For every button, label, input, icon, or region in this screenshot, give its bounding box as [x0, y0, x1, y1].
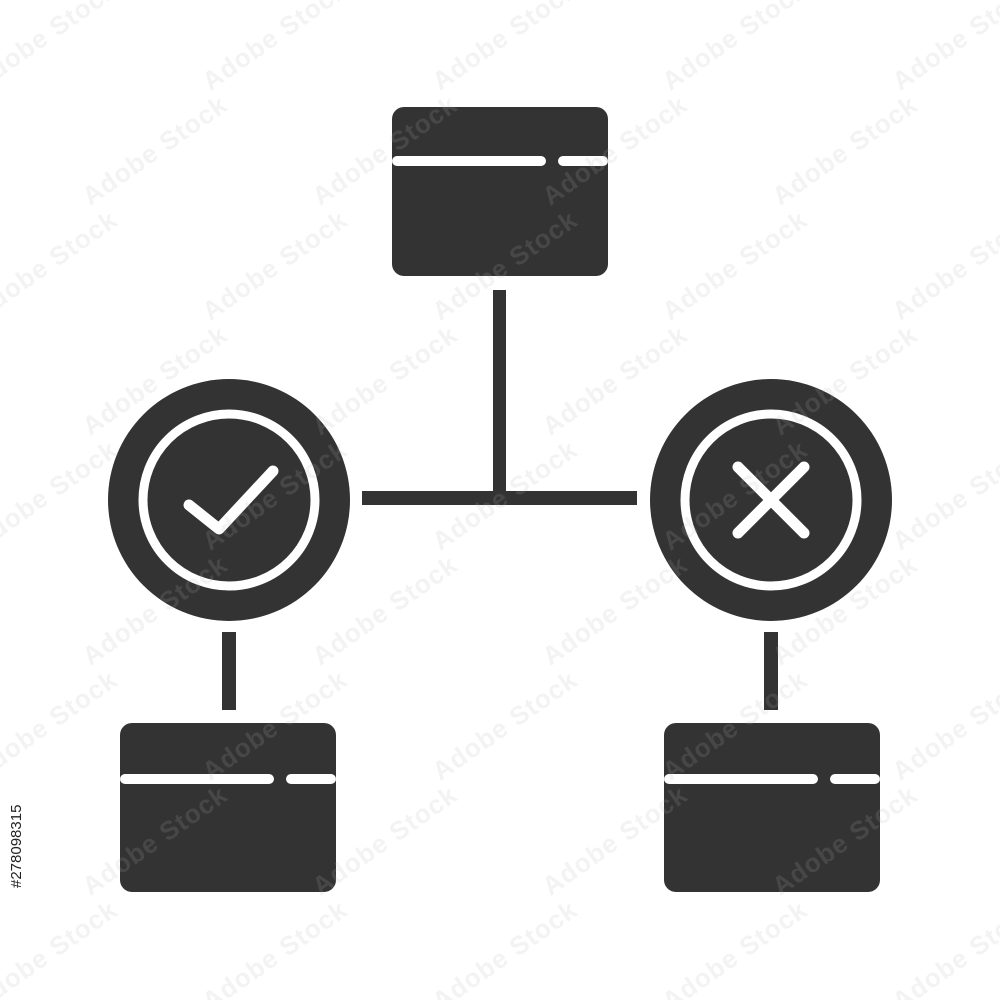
- right-box-divider-long: [664, 774, 818, 784]
- connector-horizontal: [362, 491, 637, 505]
- checkmark-icon: [183, 465, 279, 535]
- left-box-divider-short: [286, 774, 336, 784]
- left-box-node: [120, 723, 336, 892]
- window-card-icon: [120, 723, 336, 892]
- right-box-node: [664, 723, 880, 892]
- accept-node: [108, 379, 350, 621]
- accept-inner-ring: [138, 409, 320, 591]
- top-box-node: [392, 107, 608, 276]
- connector-top-vertical: [493, 290, 506, 498]
- window-card-icon: [392, 107, 608, 276]
- left-box-divider-long: [120, 774, 274, 784]
- connector-left-vertical: [222, 632, 236, 710]
- top-box-divider-long: [392, 156, 546, 166]
- top-box-divider-short: [558, 156, 608, 166]
- reject-inner-ring: [680, 409, 862, 591]
- connector-right-vertical: [764, 632, 778, 710]
- right-box-divider-short: [830, 774, 880, 784]
- cross-icon: [732, 461, 810, 539]
- reject-node: [650, 379, 892, 621]
- window-card-icon: [664, 723, 880, 892]
